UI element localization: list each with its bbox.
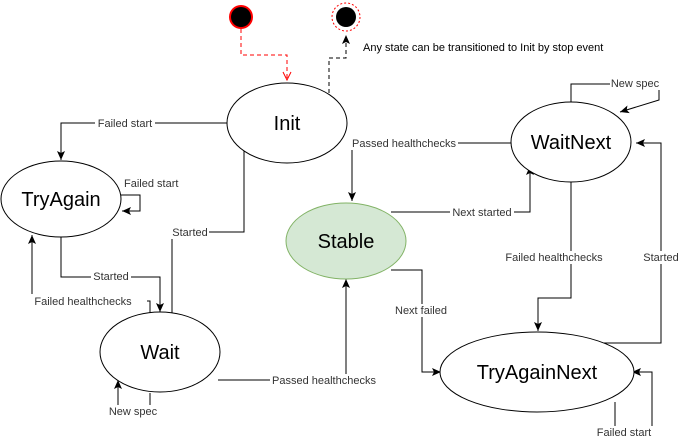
- state-label-stable: Stable: [318, 231, 375, 253]
- edge-stable-try-again-next: [391, 269, 441, 376]
- state-label-try-again-next: TryAgainNext: [477, 362, 598, 384]
- edge-try-again-self: [110, 194, 141, 215]
- initial-marker-right: [331, 2, 361, 32]
- edge-label-wait-next-try-again-next: Failed healthchecks: [505, 252, 603, 264]
- initial-marker-left: [229, 5, 253, 29]
- edge-try-again-next-wait-next: [604, 139, 662, 344]
- edge-start-to-init: [240, 29, 287, 80]
- edge-label-try-again-wait: Started: [93, 271, 128, 283]
- state-label-wait-next: WaitNext: [531, 132, 612, 154]
- edge-label-wait-next-self: New spec: [611, 78, 660, 90]
- edge-label-wait-try-again: Failed healthchecks: [34, 296, 132, 308]
- edge-wait-next-stable: [348, 142, 512, 201]
- edge-label-wait-next-stable: Passed healthchecks: [352, 138, 456, 150]
- edge-init-try-again: [57, 122, 228, 160]
- state-label-try-again: TryAgain: [21, 189, 100, 211]
- edge-label-try-again-next-self: Failed start: [597, 427, 651, 439]
- state-try-again-next: TryAgainNext: [439, 331, 635, 413]
- state-try-again: TryAgain: [0, 160, 122, 238]
- edge-label-wait-self: New spec: [109, 406, 158, 418]
- edge-label-init-try-again: Failed start: [98, 118, 152, 130]
- edge-label-stable-try-again-next: Next failed: [395, 305, 447, 317]
- state-stable: Stable: [285, 202, 407, 280]
- state-wait: Wait: [99, 311, 221, 393]
- edge-label-try-again-self: Failed start: [124, 178, 178, 190]
- edge-wait-next-try-again-next: [534, 180, 572, 331]
- state-init: Init: [226, 82, 348, 164]
- edge-init-to-stop-marker: [328, 35, 350, 93]
- edge-label-try-again-next-wait-next: Started: [643, 252, 678, 264]
- edge-label-wait-stable: Passed healthchecks: [272, 375, 376, 387]
- state-label-wait: Wait: [140, 342, 180, 364]
- note-text: Any state can be transitioned to Init by…: [363, 42, 603, 54]
- state-label-init: Init: [274, 113, 301, 135]
- edge-wait-stable: [218, 279, 350, 381]
- edge-label-init-wait: Started: [172, 227, 207, 239]
- edge-stable-wait-next: [391, 166, 534, 213]
- edge-label-stable-wait-next: Next started: [452, 207, 511, 219]
- state-wait-next: WaitNext: [510, 101, 632, 183]
